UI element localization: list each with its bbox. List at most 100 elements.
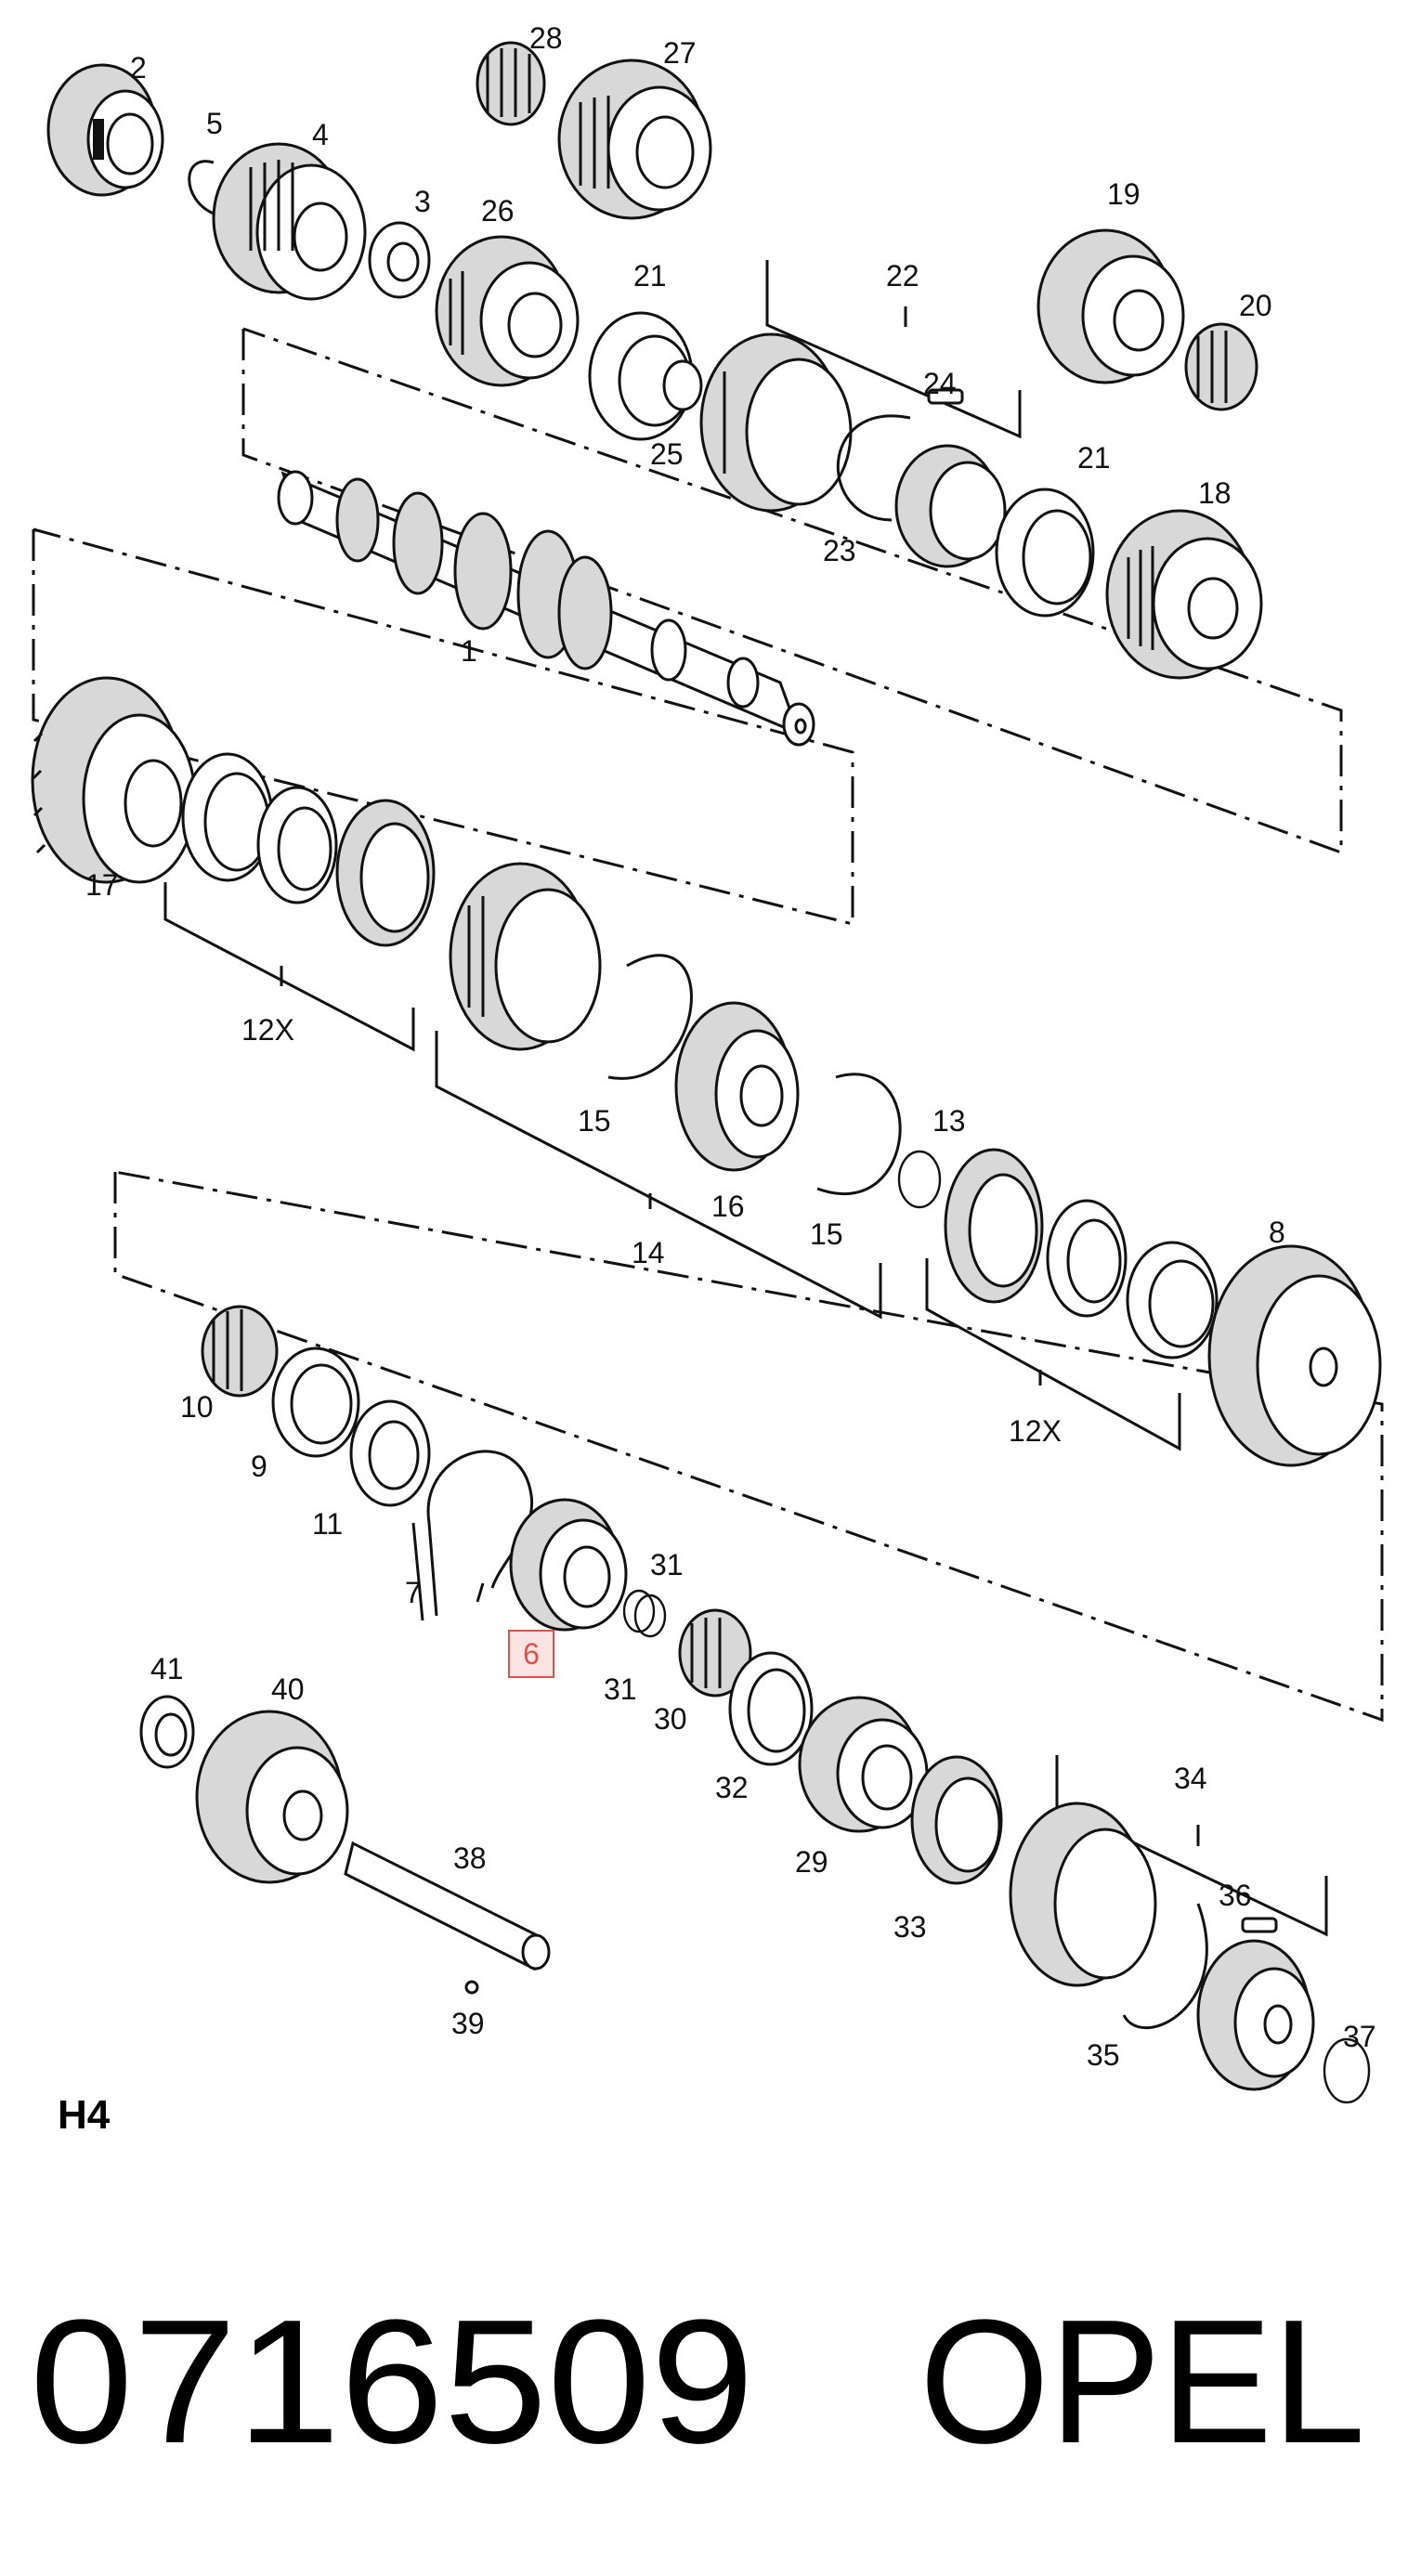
label-2: 2 [130, 51, 147, 85]
part-12x-ring-f [1126, 1241, 1219, 1360]
label-15-a: 15 [578, 1104, 611, 1138]
label-7: 7 [405, 1576, 422, 1609]
part-40-idler-gear [195, 1710, 349, 1884]
label-38: 38 [453, 1841, 487, 1875]
label-1: 1 [461, 634, 477, 668]
label-27: 27 [663, 36, 697, 70]
part-6-bearing [509, 1498, 628, 1632]
label-31-b: 31 [604, 1672, 637, 1706]
part-37-circlip [1323, 2037, 1371, 2104]
part-21c-synchro-ring [995, 488, 1095, 618]
part-4-gear [212, 142, 367, 301]
group-brackets [163, 260, 1328, 1937]
part-22-sleeve [699, 332, 853, 513]
label-29: 29 [795, 1845, 828, 1879]
part-12x-ring-b [256, 786, 338, 904]
label-31-a: 31 [650, 1548, 684, 1581]
part-5-circlip [188, 160, 215, 215]
sheet-code: H4 [58, 2092, 111, 2138]
part-36-key [1241, 1917, 1278, 1933]
label-32: 32 [715, 1771, 749, 1804]
part-39-pin [464, 1980, 479, 1995]
part-number: 0716509 [30, 2283, 754, 2480]
highlighted-callout[interactable]: 6 [508, 1630, 554, 1678]
highlight-box [508, 1630, 554, 1678]
label-35: 35 [1087, 2038, 1120, 2072]
part-34-sleeve [1009, 1802, 1157, 1987]
label-21: 21 [633, 259, 667, 293]
part-11-washer [349, 1399, 431, 1507]
label-6: 6 [523, 1637, 540, 1671]
part-23-circlip [836, 414, 911, 522]
label-33: 33 [893, 1910, 927, 1944]
part-25-key [662, 359, 703, 411]
part-12x-ring-e [1046, 1199, 1128, 1318]
label-12x-b: 12X [1009, 1414, 1062, 1448]
callout-labels: 2 5 4 3 28 27 26 21 25 22 24 23 19 20 21… [85, 21, 1376, 2072]
part-12x-ring-c [335, 799, 436, 947]
label-14: 14 [632, 1236, 665, 1269]
part-26-synchro-cone [435, 235, 580, 387]
label-36: 36 [1219, 1879, 1252, 1912]
part-12x-ring-d [944, 1148, 1044, 1304]
part-14-synchro-sleeve [449, 862, 602, 1051]
label-10: 10 [180, 1390, 214, 1424]
part-13-circlip [897, 1150, 942, 1209]
part-7-retainer-clip [411, 1450, 534, 1621]
label-3: 3 [414, 185, 431, 218]
label-28: 28 [529, 21, 563, 55]
label-22: 22 [886, 259, 919, 293]
label-9: 9 [251, 1450, 267, 1483]
label-37: 37 [1343, 2020, 1376, 2053]
part-19-gear [1036, 228, 1185, 384]
label-4: 4 [312, 118, 329, 151]
label-20: 20 [1239, 289, 1272, 322]
part-17-gear [31, 676, 197, 884]
label-24: 24 [923, 367, 957, 400]
part-38-idler-shaft [344, 1841, 551, 1971]
label-13: 13 [932, 1104, 966, 1138]
label-11: 11 [312, 1507, 343, 1541]
part-32-washer [728, 1651, 814, 1766]
label-21b: 21 [1077, 441, 1111, 475]
part-10-needle-bearing [201, 1305, 279, 1398]
part-30-needle-bearing [678, 1608, 752, 1698]
part-29-gear [798, 1696, 929, 1833]
label-17: 17 [85, 868, 119, 902]
part-20-needle-bearing [1184, 322, 1258, 411]
part-9-thrust-washer [271, 1347, 360, 1458]
label-5: 5 [206, 107, 223, 140]
label-12x-a: 12X [241, 1013, 294, 1047]
part-15-circlip-b [816, 1073, 902, 1196]
part-35-circlip [1122, 1903, 1208, 2030]
part-41-washer [139, 1695, 195, 1769]
part-28-needle-bearing [476, 41, 546, 126]
label-19: 19 [1107, 177, 1141, 211]
part-12x-ring-a [181, 752, 274, 882]
label-25: 25 [650, 437, 684, 471]
part-33-synchro-ring [910, 1755, 1003, 1885]
label-41: 41 [150, 1652, 184, 1685]
part-27-gear [557, 59, 712, 220]
assembly-boundaries [32, 327, 1384, 1723]
part-1-main-shaft [277, 470, 815, 747]
part-2-needle-bearing [46, 63, 164, 197]
label-26: 26 [481, 194, 515, 228]
label-40: 40 [271, 1672, 305, 1706]
label-39: 39 [451, 2007, 485, 2040]
part-18-gear [1105, 509, 1263, 680]
label-8: 8 [1269, 1216, 1285, 1249]
part-16-hub [674, 1001, 800, 1172]
part-31-circlips [622, 1589, 667, 1638]
part-24-key [927, 388, 964, 405]
label-30: 30 [654, 1702, 687, 1736]
part-34-hub [1196, 1939, 1315, 2091]
part-15-circlip-a [607, 954, 693, 1080]
part-3-thrust-washer [368, 221, 431, 299]
label-18: 18 [1198, 476, 1232, 510]
label-23: 23 [823, 534, 856, 567]
label-15-b: 15 [810, 1217, 843, 1251]
brand-name: OPEL [919, 2283, 1365, 2480]
label-16: 16 [711, 1190, 745, 1223]
